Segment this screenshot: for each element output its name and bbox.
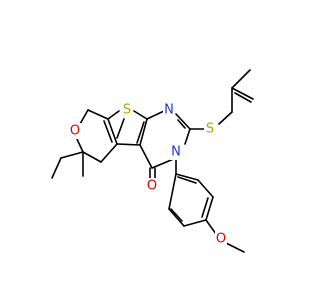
atom-label: S — [206, 122, 214, 137]
atom-label: N — [164, 103, 174, 118]
bond — [205, 196, 214, 221]
bond — [168, 208, 185, 227]
bond — [146, 110, 165, 120]
bond — [183, 219, 207, 227]
bond — [175, 173, 199, 181]
bond — [116, 118, 125, 139]
bond — [231, 69, 251, 89]
atom-label-bg — [163, 102, 175, 118]
atom-label-bg — [215, 231, 227, 247]
atom-o-carbonyl: O — [146, 178, 158, 194]
bond — [234, 92, 252, 103]
atom-label-bg — [146, 178, 158, 194]
atom-n-lower: N — [170, 144, 182, 160]
bond — [107, 110, 120, 120]
bond — [51, 157, 62, 179]
atom-o-methoxy: O — [215, 231, 227, 247]
atom-label: O — [70, 124, 80, 139]
bond — [139, 118, 148, 146]
bond — [197, 179, 214, 198]
bond — [75, 136, 84, 153]
atom-label-bg — [69, 123, 81, 139]
bond — [177, 176, 197, 184]
atom-label: S — [123, 103, 131, 118]
bond — [205, 219, 217, 235]
molecule-structure-diagram: S N N S O O O — [51, 69, 254, 253]
atom-s-thioether: S — [204, 121, 216, 137]
bond — [103, 120, 113, 143]
bond — [79, 109, 89, 125]
bond — [107, 118, 118, 145]
bond — [175, 113, 191, 130]
bond — [177, 119, 186, 129]
bond — [170, 208, 183, 222]
bond — [231, 87, 254, 100]
bond — [87, 109, 109, 120]
atom-label-layer: S N N S O O O — [69, 102, 227, 247]
atom-o-pyran: O — [69, 123, 81, 139]
bond — [168, 173, 177, 210]
atom-label: N — [171, 145, 181, 160]
bond — [218, 111, 233, 125]
bond — [100, 143, 118, 163]
bond — [225, 242, 245, 253]
atom-label-bg — [170, 144, 182, 160]
atom-s-thiophene: S — [121, 102, 133, 118]
atom-label: O — [147, 179, 157, 194]
atom-label: O — [216, 232, 226, 247]
bond — [136, 121, 145, 144]
atom-label-bg — [121, 102, 133, 118]
bond-layer — [51, 69, 254, 253]
bond — [82, 151, 102, 163]
bond — [184, 128, 191, 145]
bond — [201, 197, 209, 218]
molecule-svg: S N N S O O O — [51, 69, 254, 253]
atom-n-upper: N — [163, 102, 175, 118]
atom-label-bg — [204, 121, 216, 137]
bond — [116, 143, 141, 146]
bond — [60, 151, 84, 159]
bond — [133, 110, 148, 120]
bond — [139, 144, 153, 169]
